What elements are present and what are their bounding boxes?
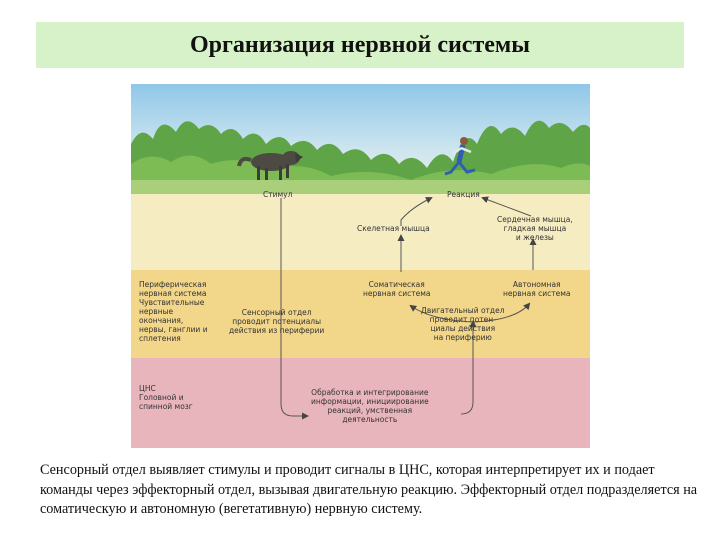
motor-division-label: Двигательный отдел проводит потен- циалы… — [421, 306, 505, 342]
caption-text: Сенсорный отдел выявляет стимулы и прово… — [40, 462, 698, 517]
pns-label: Периферическая нервная система Чувствите… — [139, 280, 208, 343]
wolf-icon — [237, 151, 303, 180]
forest-icon — [131, 120, 590, 194]
pns-band — [131, 270, 590, 358]
nervous-system-diagram: Стимул Реакция Скелетная мышца Сердечная… — [131, 84, 590, 448]
cns-band — [131, 358, 590, 448]
diagram-graphics — [131, 120, 590, 420]
cns-label: ЦНС Головной и спинной мозг — [139, 384, 193, 411]
somatic-ns-label: Соматическая нервная система — [363, 280, 431, 298]
skeletal-muscle-label: Скелетная мышца — [357, 224, 430, 233]
environment-band — [131, 188, 590, 270]
autonomic-ns-label: Автономная нервная система — [503, 280, 571, 298]
processing-label: Обработка и интегрирование информации, и… — [311, 388, 429, 424]
title-bar: Организация нервной системы — [36, 22, 684, 68]
signal-arrows — [280, 196, 537, 420]
stimulus-label: Стимул — [263, 190, 293, 199]
sensory-division-label: Сенсорный отдел проводит потенциалы дейс… — [229, 308, 325, 335]
reaction-label: Реакция — [447, 190, 480, 199]
heart-muscle-label: Сердечная мышца, гладкая мышца и железы — [497, 215, 573, 242]
running-man-icon — [444, 137, 476, 176]
page-title: Организация нервной системы — [190, 31, 530, 58]
